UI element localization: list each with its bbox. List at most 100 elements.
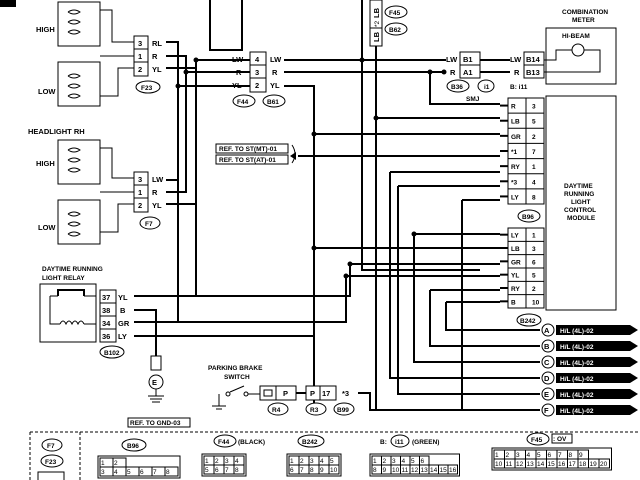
output-letter: D <box>544 374 550 383</box>
wire-label: LB <box>511 119 520 126</box>
relay-title: DAYTIME RUNNING <box>42 266 103 273</box>
connector-f7: 3 1 2 LW R YL F7 <box>133 171 164 230</box>
legend-pin: 8 <box>235 467 239 474</box>
module-title: LIGHT <box>571 199 591 206</box>
legend-pin: 1 <box>495 452 499 459</box>
legend-pin: 6 <box>421 458 425 465</box>
output-arrow-icon <box>556 357 638 367</box>
wire-label: LW <box>270 55 282 64</box>
legend-pin: 10 <box>330 467 338 474</box>
legend-pin: 16 <box>449 467 457 474</box>
wire-label: *1 <box>511 149 518 156</box>
output-marker <box>541 323 555 337</box>
legend-pin: 18 <box>579 461 587 468</box>
arrow-left-icon <box>290 152 296 160</box>
legend-pin: 3 <box>101 469 105 476</box>
legend-pin: 3 <box>310 458 314 465</box>
connector-smj: LW R B1 A1 LW R B14 B13 B36 i1 SMJ B: i1… <box>446 51 545 103</box>
ground-icon <box>148 389 164 403</box>
connector-b102: 37 38 34 36 YL B GR LY B102 <box>99 289 130 359</box>
connector-b242-label: B242 <box>520 318 536 325</box>
output-ref: H/L (4L)-02 <box>560 392 594 399</box>
legend-pin: 8 <box>166 469 170 476</box>
wire-label: R <box>450 68 456 77</box>
meter-title: METER <box>572 17 595 24</box>
relay-title: LIGHT RELAY <box>42 275 85 282</box>
wire-label: YL <box>152 201 162 210</box>
pin-label: 1 <box>138 188 142 197</box>
pin-label: 8 <box>532 194 536 201</box>
pin-label: 34 <box>102 319 111 328</box>
pin-label: B1 <box>463 55 473 64</box>
legend-pin: 11 <box>506 461 513 468</box>
pin-label: P <box>310 389 315 398</box>
parking-brake-switch: PARKING BRAKE SWITCH P P 17 *3 R4 R3 B99 <box>208 365 540 416</box>
wire-label: LW <box>510 55 522 64</box>
wire-label: YL <box>270 81 280 90</box>
legend-pin: 3 <box>516 452 520 459</box>
main-wires-right <box>284 0 500 410</box>
wire-label: GR <box>511 259 521 266</box>
ref-gnd: REF. TO GND-03 <box>130 420 181 427</box>
wire-label: LW <box>152 175 164 184</box>
legend-pin: 5 <box>411 458 415 465</box>
pin-label: 2 <box>138 65 142 74</box>
legend-pin: 19 <box>590 461 598 468</box>
pin-label: 3 <box>255 68 259 77</box>
output-ref: H/L (4L)-02 <box>560 408 594 415</box>
pin-label: B14 <box>526 55 541 64</box>
legend-pin: 2 <box>215 458 219 465</box>
pin-label: 38 <box>102 306 110 315</box>
legend-pin: 8 <box>373 467 377 474</box>
legend-f45: F45 <box>531 437 543 444</box>
wire-label: *3 <box>342 389 349 398</box>
legend-pin: 4 <box>114 469 118 476</box>
wire-label: RY <box>511 286 520 293</box>
legend-pin: 7 <box>225 467 229 474</box>
wire-label: GR <box>118 319 130 328</box>
rh-low-label: LOW <box>38 223 56 232</box>
legend-pin: 14 <box>537 461 545 468</box>
wire-label: R <box>511 104 516 111</box>
legend-i11: i11 <box>395 439 404 446</box>
connector-f44-label: F44 <box>237 99 249 106</box>
pin-label: 37 <box>102 293 110 302</box>
hibeam-label: HI-BEAM <box>562 33 590 40</box>
legend-pin: 12 <box>516 461 524 468</box>
output-marker <box>541 371 555 385</box>
output-arrow-icon <box>556 341 638 351</box>
connector-b96-label: B96 <box>522 214 534 221</box>
relay-wires <box>134 180 351 368</box>
pin-label: 1 <box>532 164 536 171</box>
legend-pin: 14 <box>430 467 438 474</box>
legend-pin: 2 <box>300 458 304 465</box>
pin-label: 2 <box>532 134 536 141</box>
legend-pin: 3 <box>225 458 229 465</box>
legend-pin: 6 <box>548 452 552 459</box>
wire-label: YL <box>118 293 128 302</box>
drl-relay: DAYTIME RUNNING LIGHT RELAY <box>39 266 103 343</box>
pin-label: 3 <box>532 246 536 253</box>
output-ref: H/L (4L)-02 <box>560 360 594 367</box>
wire-label: LB <box>372 7 381 18</box>
pin-label: 6 <box>532 259 536 266</box>
wire-label: LB <box>372 31 381 42</box>
headlight-lh: HIGH LOW <box>36 1 101 107</box>
wire-label: LY <box>511 233 519 240</box>
output-arrow-icon <box>556 405 638 415</box>
wire-label: R <box>152 52 158 61</box>
smj-label: SMJ <box>466 96 480 103</box>
legend-pin: 2 <box>383 458 387 465</box>
pin-label: 2 <box>532 286 536 293</box>
wire-label: LY <box>511 194 519 201</box>
legend-pin: 5 <box>537 452 541 459</box>
legend-pin: 7 <box>153 469 157 476</box>
legend-pin: 1 <box>290 458 294 465</box>
pin-label: *2 <box>374 20 381 27</box>
legend-pin: 10 <box>392 467 400 474</box>
legend-pin: 2 <box>114 460 118 467</box>
